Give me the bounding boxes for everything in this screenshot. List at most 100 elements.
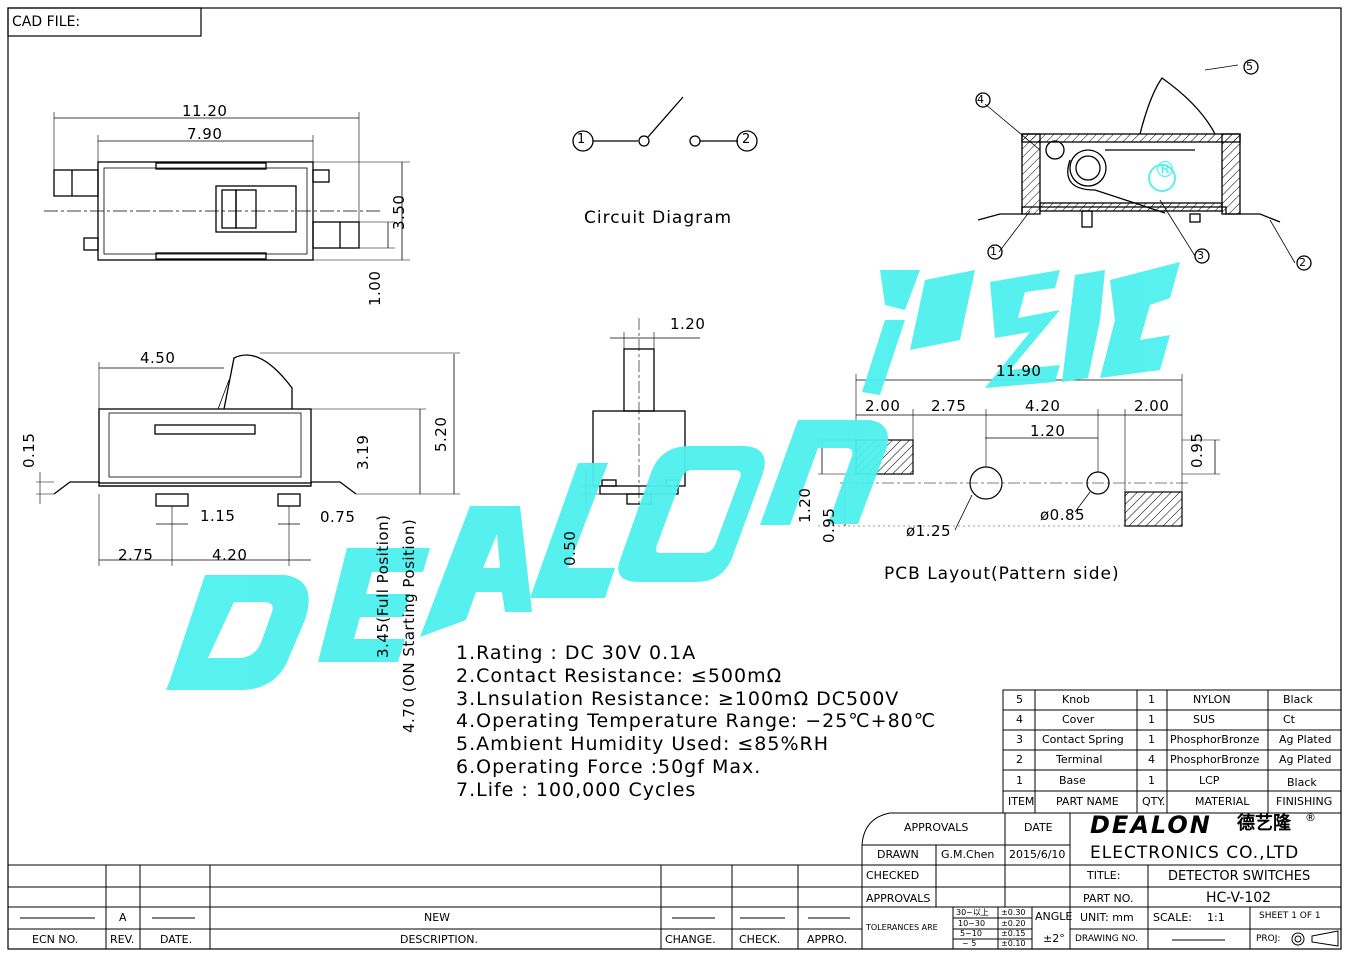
rev-header-rev: REV. — [110, 933, 135, 946]
bom-finish: Black — [1283, 693, 1313, 706]
rev-header-date: DATE. — [160, 933, 193, 946]
bom-finish: Ag Plated — [1279, 753, 1332, 766]
circuit-node-1: 1 — [577, 132, 586, 147]
bom-item: 5 — [1016, 693, 1023, 706]
bom-qty: 1 — [1148, 774, 1155, 787]
bom-material: SUS — [1193, 713, 1216, 726]
dim-on-position: 4.70 (ON Starting Position) — [400, 518, 418, 733]
cad-file-label: CAD FILE: — [12, 14, 81, 30]
tb-drawn-date: 2015/6/10 — [1009, 848, 1066, 861]
bom-name: Base — [1059, 774, 1086, 787]
title-block-grid — [8, 812, 1341, 949]
pcb-dim-left-h: 1.20 — [796, 487, 814, 523]
callout-2: 2 — [1299, 256, 1306, 269]
tb-logo-reg: ® — [1305, 811, 1316, 824]
tb-tol-range: 5~10 — [960, 929, 982, 938]
tb-tol-value: ±0.15 — [1001, 929, 1026, 938]
bom-qty: 1 — [1148, 693, 1155, 706]
rev-value: A — [119, 911, 127, 924]
pcb-dim-left-h2: 0.95 — [820, 507, 838, 543]
dim-total-h: 5.20 — [432, 416, 450, 452]
spec-item: 1.Rating : DC 30V 0.1A — [456, 642, 697, 664]
circuit-symbol — [572, 96, 758, 152]
tb-proj: PROJ: — [1256, 934, 1281, 944]
rev-header-check: CHECK. — [739, 933, 781, 946]
circuit-title: Circuit Diagram — [584, 208, 733, 228]
spec-item: 2.Contact Resistance: ≤500mΩ — [456, 665, 783, 687]
bom-header-item: ITEM — [1008, 795, 1035, 808]
bom-finish: Ag Plated — [1279, 733, 1332, 746]
tb-approvals2: APPROVALS — [866, 892, 931, 905]
rev-description-value: NEW — [424, 911, 451, 924]
tb-checked: CHECKED — [866, 869, 920, 882]
tb-title-label: TITLE: — [1087, 869, 1121, 882]
tb-title: DETECTOR SWITCHES — [1168, 869, 1311, 884]
tb-scale-label: SCALE: — [1153, 911, 1192, 924]
pcb-dim-pad1: 2.00 — [865, 397, 901, 415]
bom-qty: 4 — [1148, 753, 1155, 766]
bom-item: 3 — [1016, 733, 1023, 746]
dim-terminal: 1.00 — [366, 270, 384, 306]
bom-header-name: PART NAME — [1056, 795, 1119, 808]
tb-angle: ANGLE — [1035, 910, 1073, 923]
tb-logo-cjk: 德艺隆 — [1237, 813, 1291, 834]
rev-header-desc: DESCRIPTION. — [400, 933, 478, 946]
dim-height: 3.50 — [390, 194, 408, 230]
pcb-dim-pad2: 2.00 — [1134, 397, 1170, 415]
bom-qty: 1 — [1148, 733, 1155, 746]
bom-finish: Ct — [1283, 713, 1295, 726]
pcb-hole1: ø1.25 — [906, 522, 952, 540]
pcb-title: PCB Layout(Pattern side) — [884, 564, 1120, 584]
pcb-dim-hole-gap: 1.20 — [1030, 422, 1066, 440]
dim-body-length: 7.90 — [187, 125, 223, 143]
rev-header-change: CHANGE. — [665, 933, 716, 946]
bom-name: Terminal — [1056, 753, 1103, 766]
dim-body-h: 3.19 — [354, 434, 372, 470]
dim-knob-w: 1.20 — [670, 315, 706, 333]
pcb-dim-gap2: 4.20 — [1025, 397, 1061, 415]
cross-section — [975, 59, 1312, 271]
tb-part-label: PART NO. — [1083, 892, 1134, 905]
callout-3: 3 — [1197, 249, 1204, 262]
bom-material: LCP — [1199, 774, 1220, 787]
pcb-dim-overall: 11.90 — [996, 362, 1042, 380]
sheet-border — [7, 7, 1342, 950]
bom-item: 4 — [1016, 713, 1023, 726]
bom-header-material: MATERIAL — [1195, 795, 1250, 808]
callout-1: 1 — [990, 245, 997, 258]
watermark-reg: ® — [1154, 158, 1176, 183]
dim-base: 0.50 — [561, 530, 579, 566]
bom-item: 2 — [1016, 753, 1023, 766]
tb-company: ELECTRONICS CO.,LTD — [1090, 843, 1300, 863]
callout-4: 4 — [977, 93, 984, 106]
bom-material: PhosphorBronze — [1170, 733, 1260, 746]
tb-date: DATE — [1024, 821, 1053, 834]
tb-tol-value: ±0.10 — [1001, 939, 1026, 948]
tb-tol-value: ±0.30 — [1001, 908, 1026, 917]
dim-pin-off: 0.75 — [320, 508, 356, 526]
spec-item: 5.Ambient Humidity Used: ≤85%RH — [456, 733, 830, 755]
rev-header-ecn: ECN NO. — [32, 933, 79, 946]
bom-material: NYLON — [1193, 693, 1231, 706]
watermark-graphic — [166, 164, 1180, 690]
tb-logo: DEALON — [1090, 811, 1212, 839]
bom-header-finish: FINISHING — [1276, 795, 1333, 808]
tb-unit: UNIT: mm — [1080, 911, 1134, 924]
bom-finish: Black — [1287, 776, 1317, 789]
tb-approvals: APPROVALS — [904, 821, 969, 834]
tb-drawn-by: G.M.Chen — [941, 848, 995, 861]
dim-pin-gap: 0.15 — [20, 432, 38, 468]
bom-qty: 1 — [1148, 713, 1155, 726]
top-view — [44, 112, 410, 261]
spec-item: 4.Operating Temperature Range: −25℃+80℃ — [456, 710, 937, 732]
tb-tolerances: TOLERANCES ARE — [866, 923, 938, 932]
tb-scale: 1:1 — [1207, 911, 1225, 924]
spec-item: 6.Operating Force :50gf Max. — [456, 756, 762, 778]
rev-header-appro: APPRO. — [807, 933, 848, 946]
tb-drawing-no: DRAWING NO. — [1075, 934, 1138, 944]
spec-item: 3.Lnsulation Resistance: ≥100mΩ DC500V — [456, 688, 900, 710]
bom-name: Knob — [1062, 693, 1090, 706]
side-view — [36, 352, 460, 566]
